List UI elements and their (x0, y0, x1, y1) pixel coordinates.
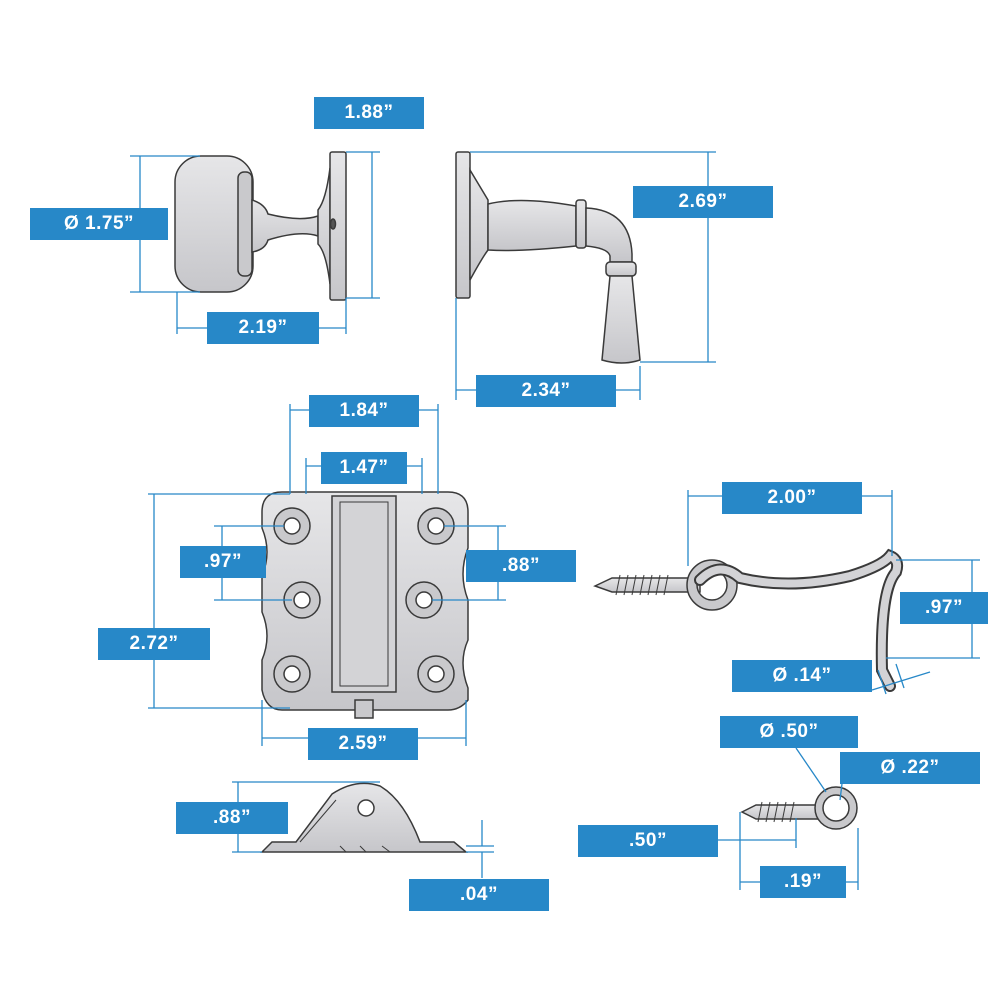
label-hinge-left-spacing: .97” (180, 546, 266, 578)
lever-handle (601, 275, 641, 364)
lever-rose (455, 151, 471, 299)
label-hinge-height: 2.72” (98, 628, 210, 660)
label-lever-height: 2.69” (633, 186, 773, 218)
label-hinge-inner-width: 1.47” (321, 452, 407, 484)
label-hook-length: 2.00” (722, 482, 862, 514)
label-hook-wire-diameter: Ø .14” (732, 660, 872, 692)
label-hinge-right-spacing: .88” (466, 550, 576, 582)
label-hook-drop: .97” (900, 592, 988, 624)
label-eye-outer-diameter: Ø .50” (720, 716, 858, 748)
lever-bend (585, 207, 633, 263)
label-eye-shank-length: .50” (578, 825, 718, 857)
strike-body (260, 782, 469, 853)
label-hinge-overall-width: 1.84” (309, 395, 419, 427)
knob-flange (317, 167, 331, 285)
label-knob-projection: 2.19” (207, 312, 319, 344)
lever-neck (487, 199, 577, 252)
label-hinge-base-width: 2.59” (308, 728, 418, 760)
hook-screw (593, 577, 701, 593)
knob-neck (251, 198, 319, 253)
label-knob-overall-height: 1.88” (314, 97, 424, 129)
spring-hinge-part (261, 491, 469, 719)
knob-part (174, 151, 347, 301)
label-lever-projection: 2.34” (476, 375, 616, 407)
hinge-spring-barrel (331, 495, 397, 693)
label-eye-inner-diameter: Ø .22” (840, 752, 980, 784)
lever-part (455, 151, 641, 364)
label-strike-height: .88” (176, 802, 288, 834)
label-eye-thread-length: .19” (760, 866, 846, 898)
label-strike-thickness: .04” (409, 879, 549, 911)
hook-part (593, 548, 904, 692)
lever-flange (469, 167, 489, 281)
strike-part (260, 782, 469, 853)
label-knob-diameter: Ø 1.75” (30, 208, 168, 240)
eye-screw-part (740, 786, 858, 830)
